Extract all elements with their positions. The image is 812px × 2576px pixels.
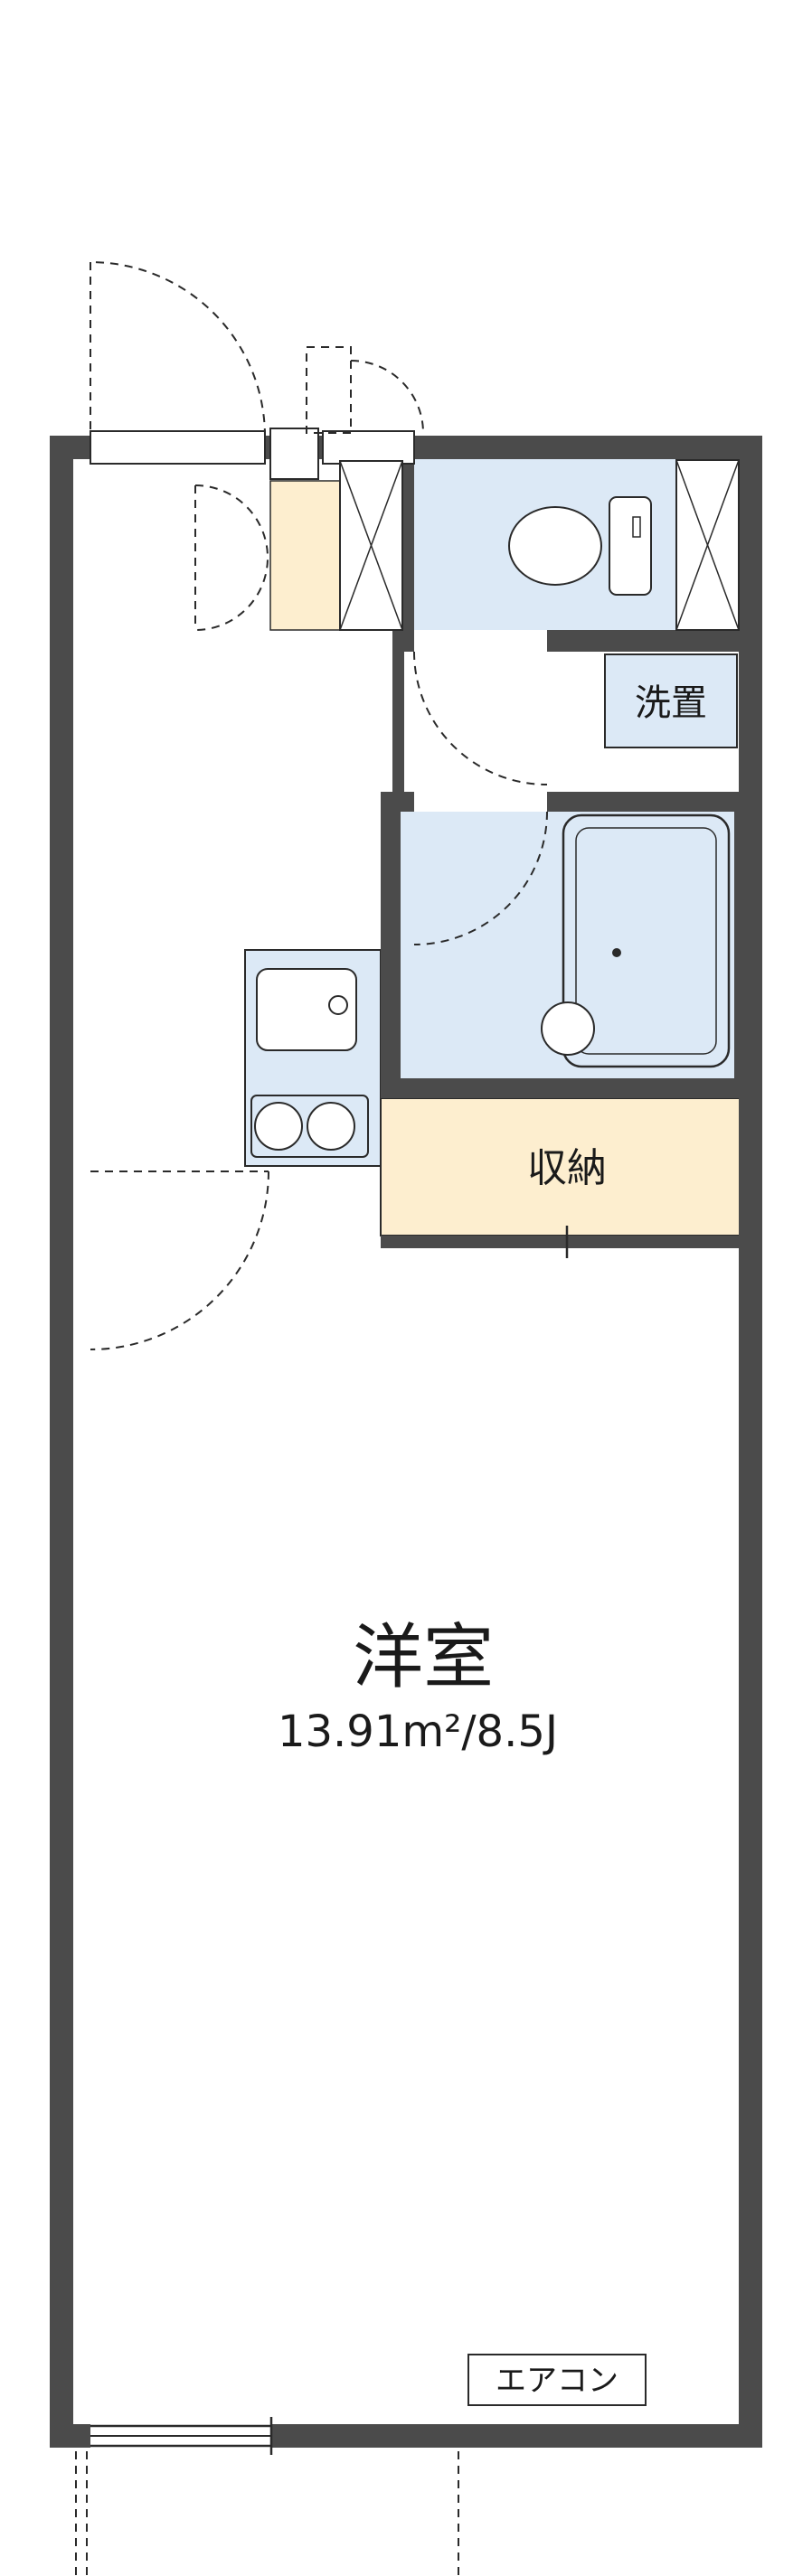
service-door-leaf — [306, 346, 352, 434]
dashed-symbols — [75, 261, 548, 2576]
toilet-bowl — [508, 506, 602, 586]
laundry-label: 洗置 — [635, 682, 707, 724]
hatch-line — [339, 460, 403, 631]
room-door-swing-arc — [90, 1170, 269, 1350]
entrance-door — [90, 430, 266, 465]
shoe-closet-doors-arc — [194, 484, 269, 631]
storage-label: 収納 — [527, 1145, 607, 1191]
service-door-swing-arc — [350, 360, 424, 434]
toilet-tank — [609, 496, 652, 596]
bathroom-wall-left — [381, 812, 401, 1078]
bathroom-door-swing-arc — [413, 811, 548, 945]
kitchen-sink — [256, 968, 357, 1051]
wall-entrance-toilet-stub — [402, 459, 414, 630]
hatch-line — [675, 459, 740, 631]
labels: 洗置 収納 洋室 13.91m²/8.5J エアコン — [278, 682, 707, 2399]
sink-faucet — [328, 995, 348, 1015]
aircon-box — [467, 2354, 647, 2406]
fixtures — [90, 428, 740, 2455]
wall-toilet-bottom-right — [547, 630, 762, 652]
stove-frame — [250, 1095, 369, 1158]
wall-left — [50, 436, 73, 2448]
toilet-door-swing-arc — [413, 651, 548, 785]
room-size-label: 13.91m²/8.5J — [278, 1706, 558, 1757]
bath-faucet-dot — [612, 948, 621, 957]
laundry-box — [604, 653, 738, 748]
bath-drain — [541, 1001, 595, 1056]
wall-toilet-bottom-left — [392, 630, 414, 652]
wall-right — [739, 436, 762, 2448]
entrance-door-swing-arc — [90, 261, 266, 437]
bathroom-wall-right — [734, 812, 754, 1078]
bathtub-outer — [562, 813, 731, 1068]
meter-box — [269, 428, 319, 480]
room-name-label: 洋室 — [353, 1617, 494, 1698]
wall-washroom-left — [392, 652, 404, 792]
bathroom-wall-top-left — [381, 792, 414, 812]
burner-right — [307, 1102, 355, 1151]
aircon-label: エアコン — [496, 2363, 618, 2399]
burner-left — [254, 1102, 303, 1151]
bathroom-wall-bottom — [381, 1078, 754, 1098]
bathroom-wall-top-right — [547, 792, 754, 812]
toilet-tank-lever — [632, 516, 641, 538]
service-door — [322, 430, 415, 465]
genkan-step — [269, 480, 341, 631]
bathtub-inner — [575, 827, 717, 1055]
